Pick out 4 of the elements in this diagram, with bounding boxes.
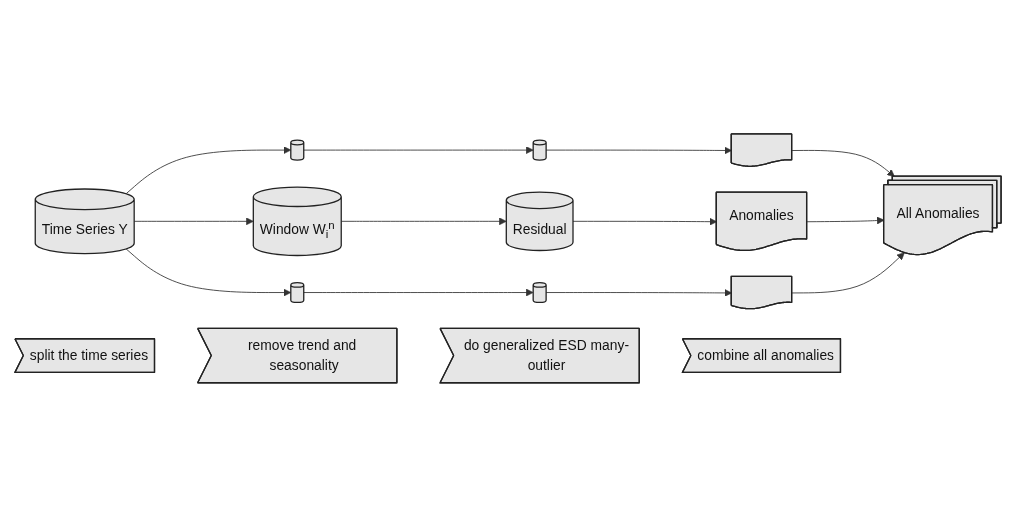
node-cylinder bbox=[532, 282, 547, 304]
node-cylinder bbox=[532, 139, 547, 161]
node-cylinder bbox=[290, 139, 305, 161]
node-cylinder bbox=[290, 282, 305, 304]
